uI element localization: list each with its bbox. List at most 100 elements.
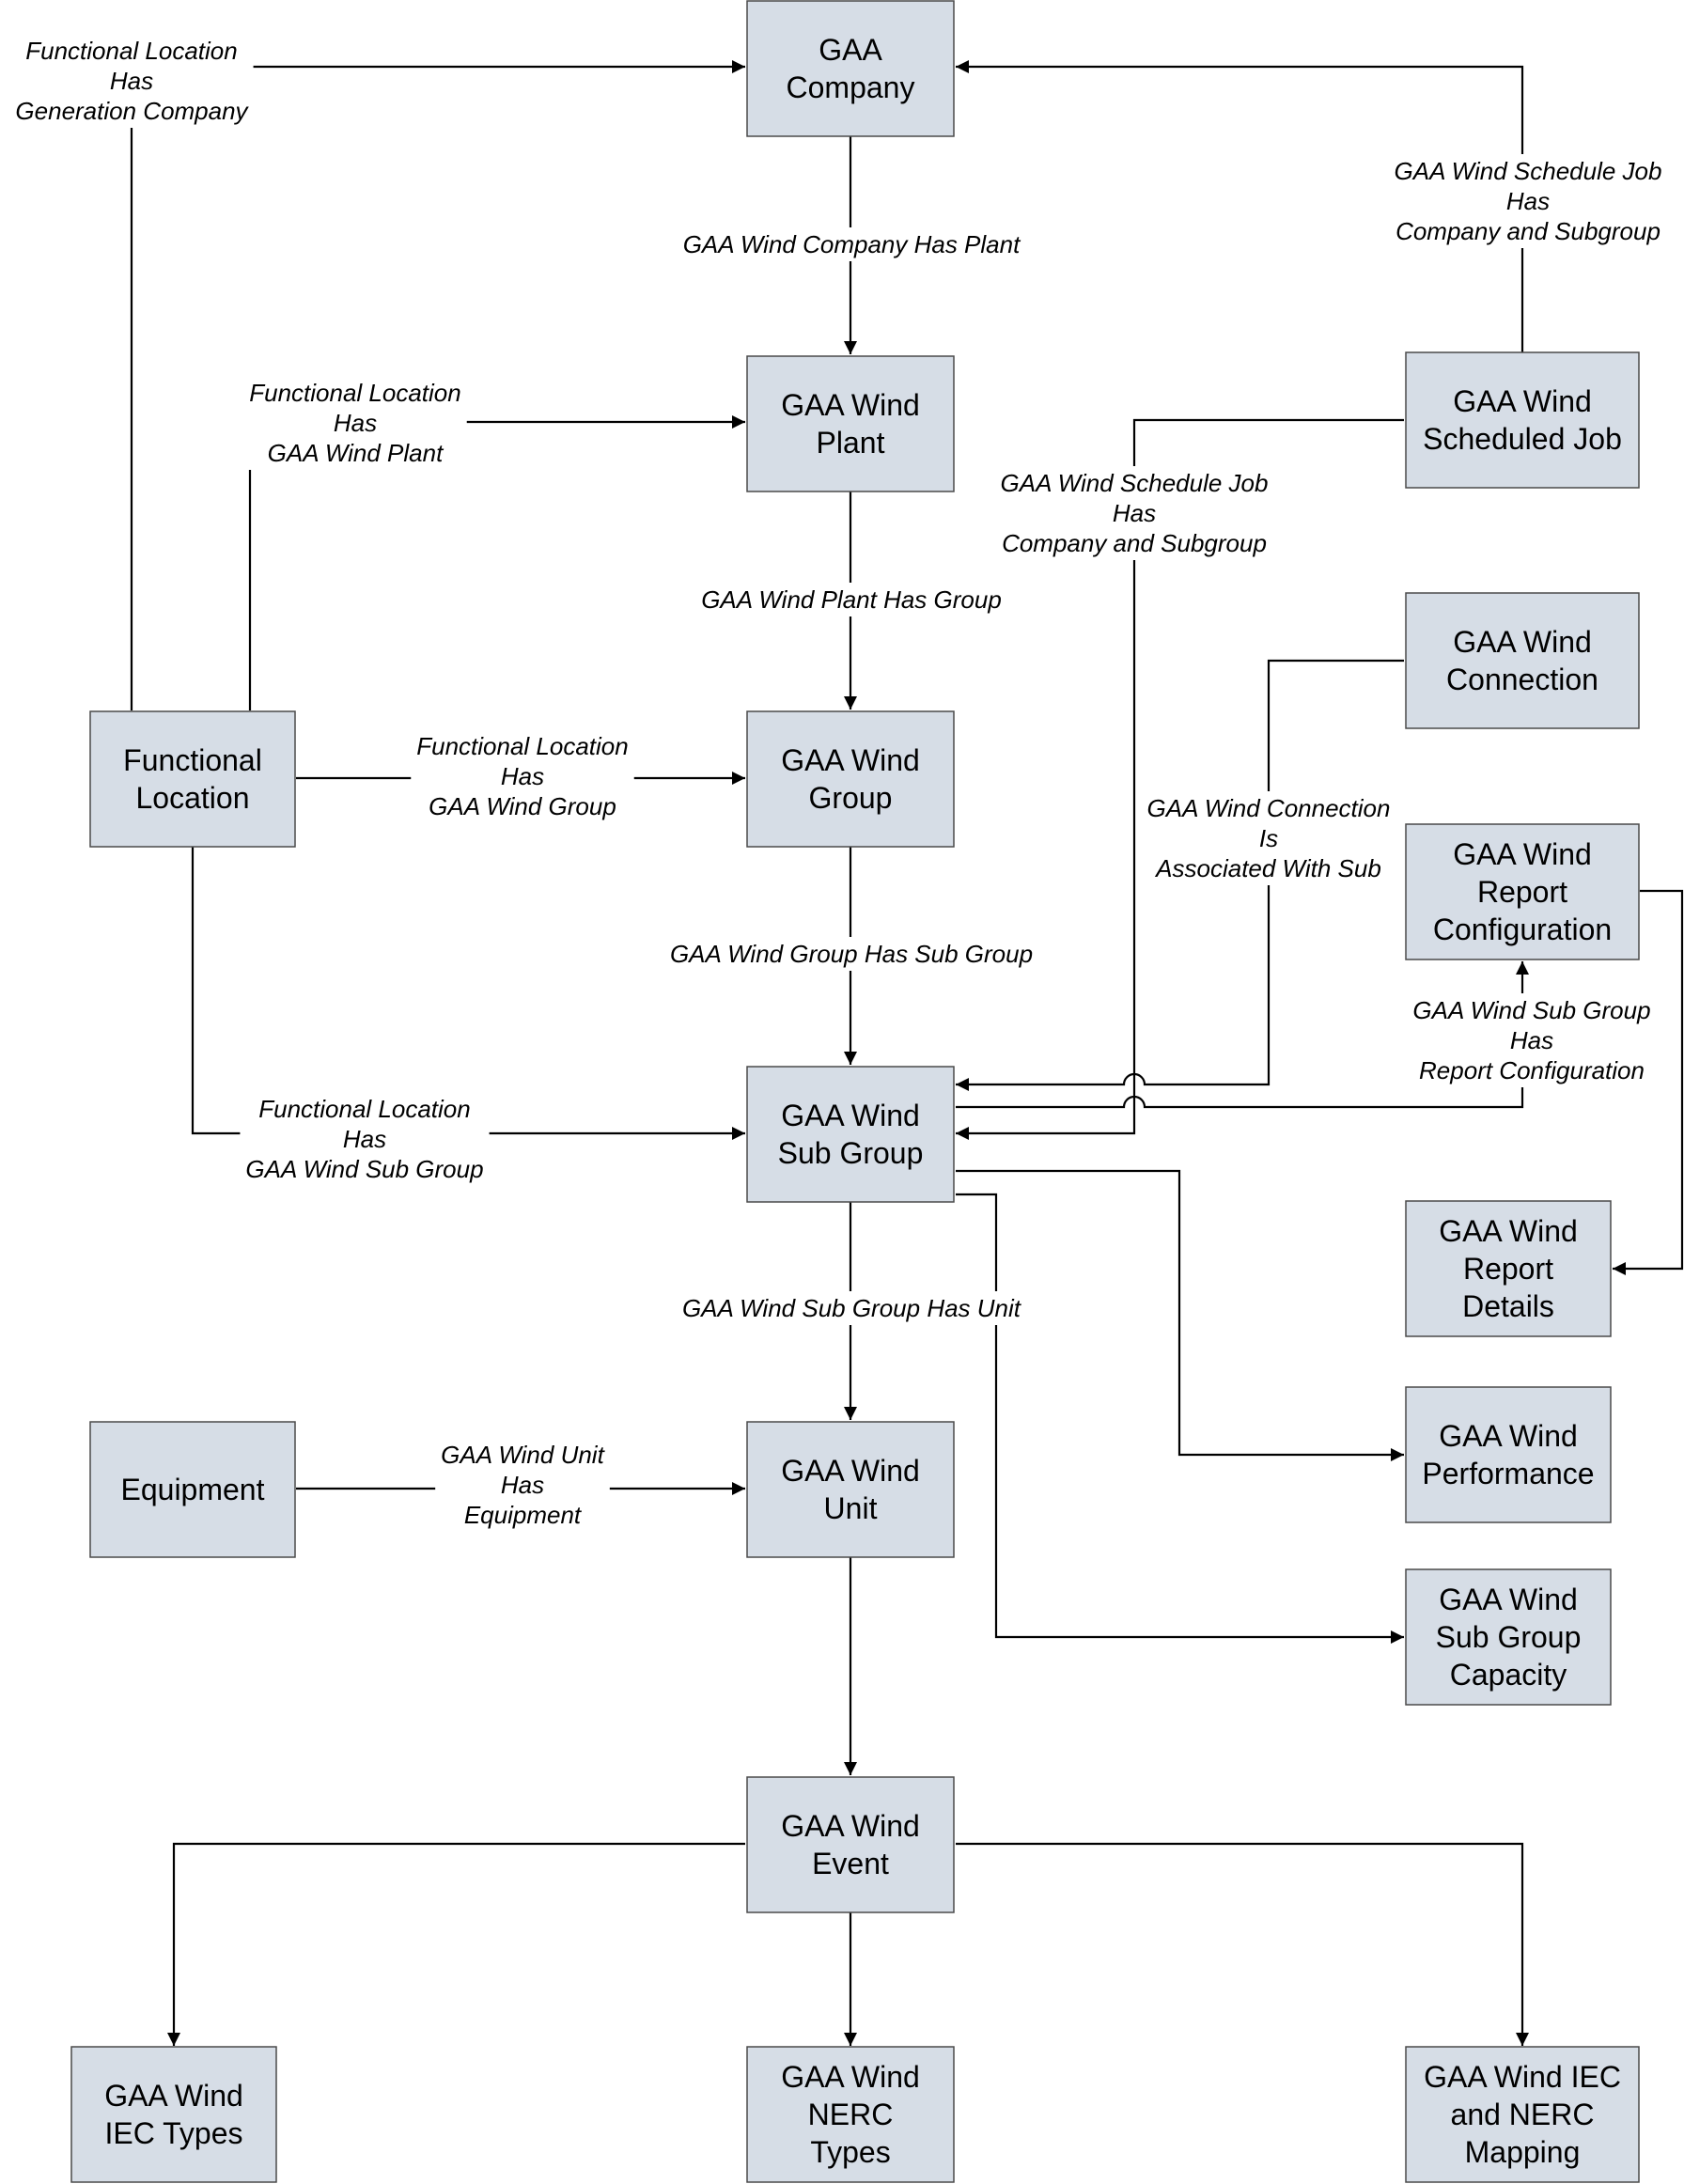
node-equipment: Equipment xyxy=(89,1421,296,1558)
edge-label-line: Has xyxy=(110,67,153,95)
node-label-line: Configuration xyxy=(1433,913,1612,946)
node-label-line: Types xyxy=(810,2135,890,2169)
edge-connection-to-sub-group xyxy=(956,659,1404,1091)
node-label-line: Equipment xyxy=(121,1473,265,1506)
node-gaa-wind-iec-and-nerc-mapping: GAA Wind IEC and NERC Mapping xyxy=(1405,2046,1640,2183)
label-company-has-plant: GAA Wind Company Has Plant xyxy=(677,227,1026,261)
edge-label-line: Has xyxy=(1113,499,1156,527)
node-label-line: Sub Group xyxy=(1436,1620,1582,1654)
edge-sub-group-to-performance xyxy=(956,1169,1404,1461)
node-box xyxy=(1405,1568,1612,1706)
edge-label-line: Has xyxy=(334,409,377,437)
edge-report-config-to-report-details xyxy=(1613,889,1684,1275)
node-box xyxy=(89,1421,296,1558)
edge-label-line: Company and Subgroup xyxy=(1002,529,1267,557)
edge-label-line: Has xyxy=(1510,1026,1553,1054)
node-label-line: Plant xyxy=(817,426,885,460)
edge-label-line: Company and Subgroup xyxy=(1396,217,1661,245)
node-label-line: GAA Wind xyxy=(1453,625,1592,659)
label-group-has-sub-group: GAA Wind Group Has Sub Group xyxy=(663,937,1039,971)
edge-label-background xyxy=(663,937,1039,971)
edge-label-line: Equipment xyxy=(464,1501,583,1529)
node-box xyxy=(746,2046,955,2183)
edge-scheduled-job-to-company xyxy=(956,60,1524,352)
edge-label-line: GAA Wind Sub Group xyxy=(245,1155,483,1183)
node-label-line: Event xyxy=(812,1847,889,1880)
edge-fl-to-sub-group xyxy=(191,847,745,1140)
node-label-line: Company xyxy=(787,70,915,104)
edge-label-line: GAA Wind Schedule Job xyxy=(1395,157,1662,185)
edge-label-background xyxy=(677,227,1026,261)
edge-sub-group-to-capacity xyxy=(956,1193,1404,1644)
node-label-line: Scheduled Job xyxy=(1423,422,1622,456)
edge-label-line: GAA Wind Group Has Sub Group xyxy=(670,940,1033,968)
edge-label-background xyxy=(9,34,254,128)
edge-label-background xyxy=(1407,993,1657,1087)
edge-label-line: Is xyxy=(1259,824,1278,852)
edge-sub-group-to-report-config xyxy=(956,961,1529,1109)
node-label-line: GAA Wind xyxy=(1439,1214,1578,1248)
edge-label-line: Has xyxy=(501,762,544,790)
edge-label-background xyxy=(1141,791,1396,885)
edge-label-line: Associated With Sub xyxy=(1154,854,1381,882)
node-box xyxy=(89,710,296,848)
node-label-line: GAA Wind xyxy=(781,743,920,777)
node-label-line: Functional xyxy=(123,743,262,777)
node-label-line: GAA Wind IEC xyxy=(1424,2060,1621,2094)
edge-label-background xyxy=(435,1438,610,1532)
edge-label-line: Generation Company xyxy=(15,97,249,125)
node-box xyxy=(746,1421,955,1558)
node-label-line: Performance xyxy=(1422,1457,1594,1490)
label-plant-has-group: GAA Wind Plant Has Group xyxy=(695,583,1007,616)
node-label-line: GAA Wind xyxy=(781,388,920,422)
edge-label-background xyxy=(676,1291,1027,1325)
label-sub-group-has-unit: GAA Wind Sub Group Has Unit xyxy=(676,1291,1027,1325)
edge-label-line: GAA Wind Company Has Plant xyxy=(683,230,1021,258)
edge-scheduled-job-to-sub-group xyxy=(956,418,1404,1140)
node-box xyxy=(70,2046,277,2183)
node-label-line: GAA Wind xyxy=(1439,1583,1578,1616)
node-box xyxy=(746,1776,955,1913)
edge-label-background xyxy=(695,583,1007,616)
node-box xyxy=(1405,2046,1640,2183)
node-box xyxy=(1405,592,1640,729)
node-label-line: and NERC xyxy=(1451,2098,1595,2131)
node-box xyxy=(746,1066,955,1203)
node-box xyxy=(1405,1386,1612,1523)
node-label-line: GAA xyxy=(819,33,882,67)
node-label-line: Location xyxy=(136,781,250,815)
edge-label-line: GAA Wind Connection xyxy=(1147,794,1391,822)
edge-label-line: GAA Wind Sub Group Has Unit xyxy=(682,1294,1022,1322)
edge-label-line: Has xyxy=(1506,187,1550,215)
node-label-line: Capacity xyxy=(1450,1658,1567,1692)
node-box xyxy=(1405,351,1640,489)
edge-label-line: GAA Wind Unit xyxy=(441,1441,605,1469)
node-box xyxy=(746,710,955,848)
node-label-line: Mapping xyxy=(1465,2135,1581,2169)
node-label-line: Details xyxy=(1462,1289,1554,1323)
node-box xyxy=(746,0,955,137)
edge-label-line: GAA Wind Plant xyxy=(268,439,444,467)
edge-event-to-mapping xyxy=(956,1842,1529,2046)
node-label-line: GAA Wind xyxy=(104,2079,243,2113)
node-label-line: IEC Types xyxy=(104,2116,242,2150)
node-label-line: Connection xyxy=(1446,663,1598,696)
edge-label-background xyxy=(243,376,467,470)
